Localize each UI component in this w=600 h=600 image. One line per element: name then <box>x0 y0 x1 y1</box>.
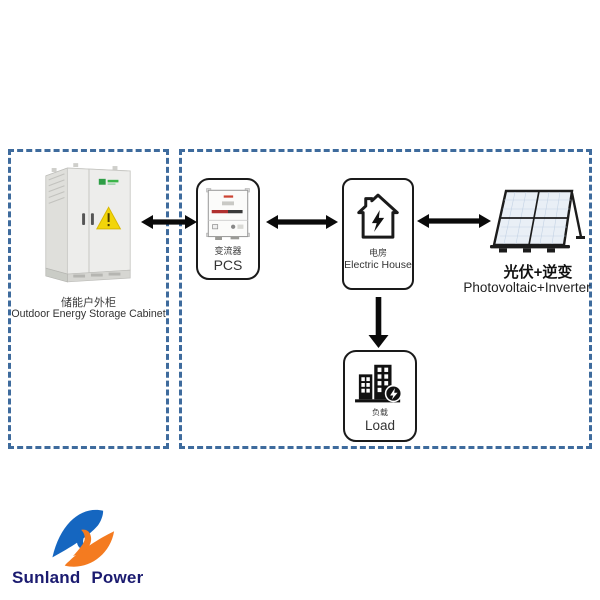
solar-panel-icon <box>490 189 585 253</box>
door-handle-right <box>90 213 94 225</box>
buildings-icon <box>355 364 403 403</box>
door-handle-left <box>82 213 86 225</box>
electric-house-label-zh: 电房 <box>368 248 387 258</box>
inverter-device-icon <box>206 188 250 240</box>
electric-house-node: 电房 Electric House <box>342 178 414 290</box>
company-name: Sunland Power <box>12 568 144 587</box>
cabinet-label-en: Outdoor Energy Storage Cabinet <box>11 308 166 320</box>
lightning-badge-icon <box>384 384 403 403</box>
storage-cabinet-illustration <box>45 163 131 283</box>
storage-zone-border <box>8 149 169 449</box>
pv-label-en: Photovoltaic+Inverter <box>463 280 591 295</box>
load-label-en: Load <box>364 418 396 433</box>
load-node: 负载 Load <box>343 350 417 442</box>
warning-icon <box>96 206 122 230</box>
pv-label-zh: 光伏+逆变 <box>503 264 573 281</box>
cabinet-label-zh: 储能户外柜 <box>61 297 116 309</box>
vent-grille-icon <box>48 173 65 204</box>
cabinet-brand-icon <box>98 178 119 185</box>
load-label-zh: 负载 <box>372 408 388 417</box>
company-logo-icon <box>52 509 115 567</box>
pcs-node: 变流器 PCS <box>196 178 260 280</box>
pcs-label-en: PCS <box>213 256 243 273</box>
lightning-icon <box>371 210 385 232</box>
system-zone-border <box>179 149 592 449</box>
electric-house-label-en: Electric House <box>344 259 412 271</box>
pcs-label-zh: 变流器 <box>214 246 242 256</box>
house-icon <box>357 193 399 239</box>
